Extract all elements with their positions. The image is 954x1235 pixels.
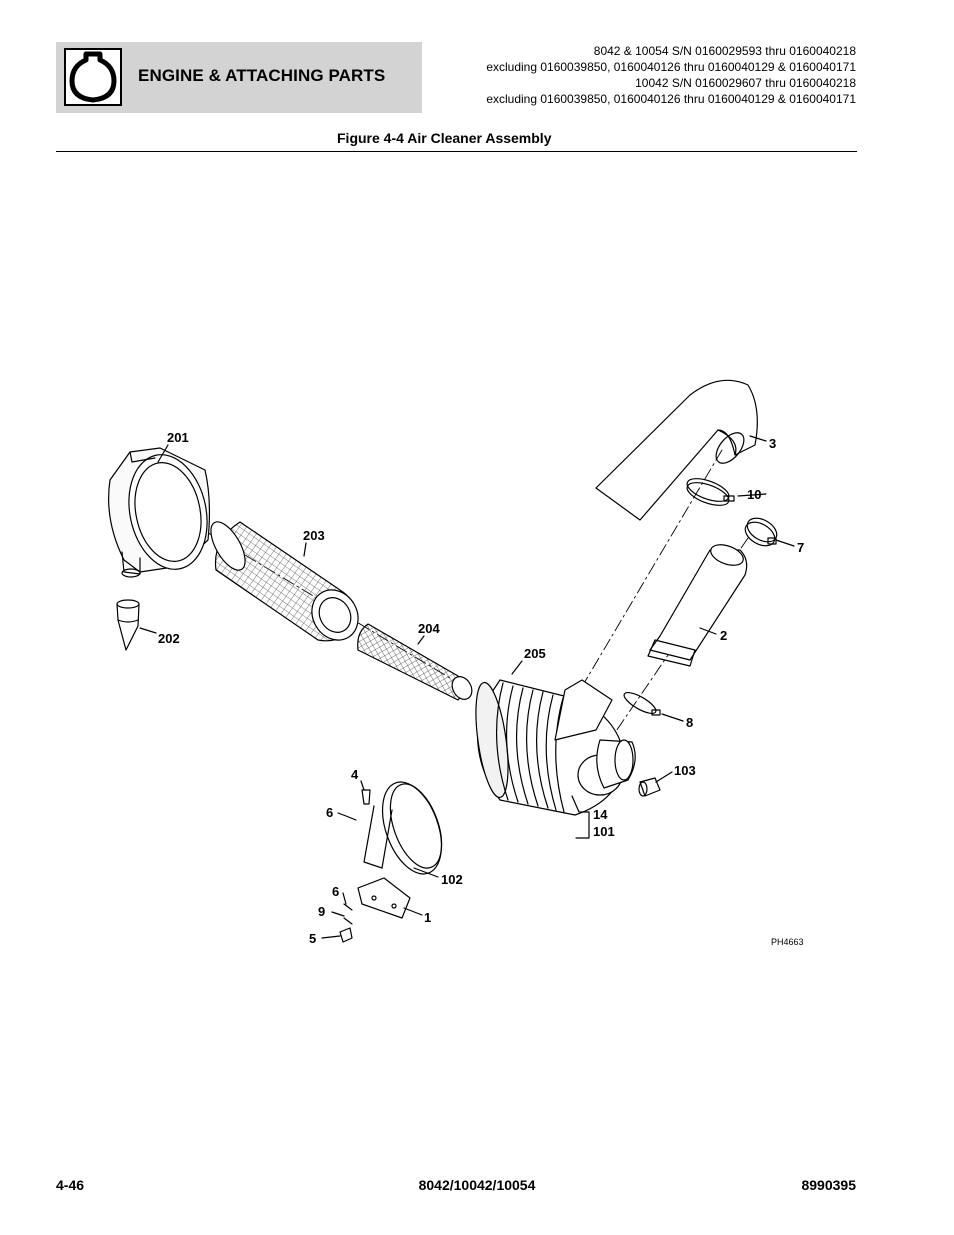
callout-101: 101	[593, 824, 615, 839]
part-7-clamp	[744, 517, 778, 547]
callout-203: 203	[303, 528, 325, 543]
callout-2: 2	[720, 628, 727, 643]
part-1-bracket	[357, 877, 411, 919]
serial-line: excluding 0160039850, 0160040126 thru 01…	[486, 92, 856, 106]
callout-102: 102	[441, 872, 463, 887]
callout-8: 8	[686, 715, 693, 730]
part-205-housing	[475, 679, 636, 816]
callout-205: 205	[524, 646, 546, 661]
part-3-elbow	[595, 379, 758, 521]
serial-line: 10042 S/N 0160029607 thru 0160040218	[635, 76, 856, 90]
header-rule	[56, 151, 857, 152]
part-201-end-cap	[108, 447, 211, 578]
callout-201: 201	[167, 430, 189, 445]
part-102-band	[363, 781, 443, 875]
section-header: ENGINE & ATTACHING PARTS	[56, 42, 422, 113]
part-203-primary-filter	[210, 521, 359, 642]
callout-10: 10	[747, 487, 761, 502]
engine-icon	[64, 48, 122, 106]
callout-204: 204	[418, 621, 440, 636]
part-204-safety-filter	[357, 623, 473, 701]
callout-3: 3	[769, 436, 776, 451]
callout-1: 1	[424, 910, 431, 925]
callout-6: 6	[326, 805, 333, 820]
part-103-fitting	[638, 777, 661, 797]
callout-103: 103	[674, 763, 696, 778]
serial-line: 8042 & 10054 S/N 0160029593 thru 0160040…	[593, 44, 856, 58]
part-202-valve	[116, 599, 140, 651]
callout-9: 9	[318, 904, 325, 919]
callout-14: 14	[593, 807, 608, 822]
callout-7: 7	[797, 540, 804, 555]
serial-range: 8042 & 10054 S/N 0160029593 thru 0160040…	[486, 43, 856, 107]
section-title: ENGINE & ATTACHING PARTS	[138, 66, 386, 85]
callout-202: 202	[158, 631, 180, 646]
part-8-clamp	[623, 692, 661, 716]
page-number: 4-46	[56, 1177, 85, 1193]
callout-6: 6	[332, 884, 339, 899]
hardware-bolts	[339, 789, 371, 943]
document-number: 8990395	[801, 1177, 856, 1193]
serial-line: excluding 0160039850, 0160040126 thru 01…	[486, 60, 856, 74]
part-2-hose	[647, 544, 748, 667]
figure-code: PH4663	[771, 937, 804, 947]
callout-5: 5	[309, 931, 316, 946]
callout-4: 4	[351, 767, 359, 782]
model-numbers: 8042/10042/10054	[418, 1177, 536, 1193]
leader-lines	[139, 435, 795, 939]
figure-title: Figure 4-4 Air Cleaner Assembly	[337, 130, 552, 146]
part-10-clamp	[686, 478, 735, 506]
